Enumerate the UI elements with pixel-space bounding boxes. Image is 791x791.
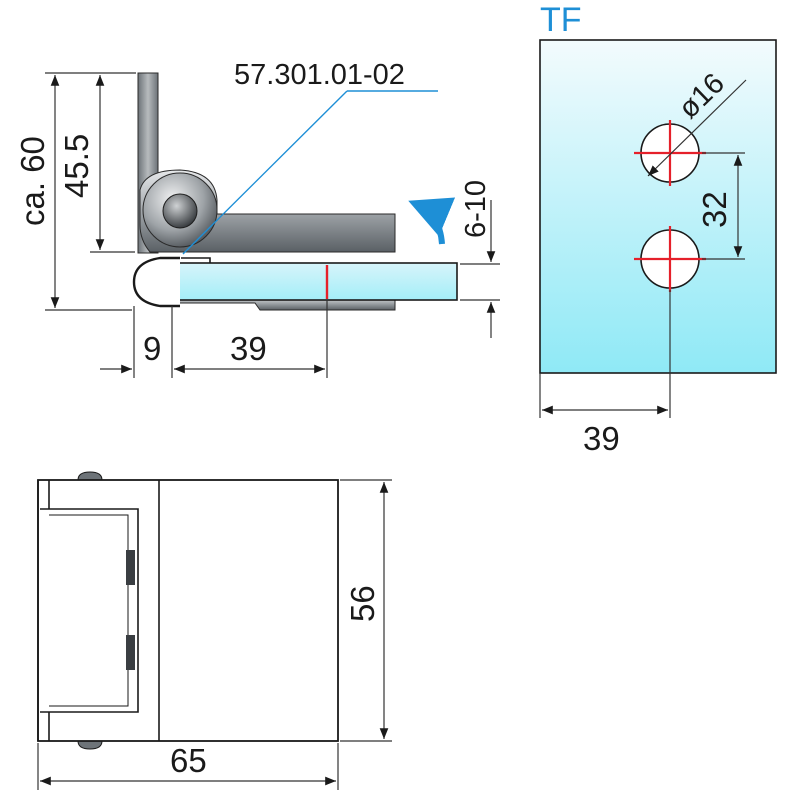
dim-width-clamp: 39 xyxy=(230,330,267,367)
knuckle-top xyxy=(77,471,103,481)
knuckle-bottom xyxy=(77,740,103,750)
dim-plan-width: 65 xyxy=(170,742,207,779)
part-leader xyxy=(182,90,348,255)
panel-label: TF xyxy=(540,1,582,39)
recess-slot-upper xyxy=(126,550,135,585)
hinge-body-plan xyxy=(37,479,339,742)
dim-height-pivot: 45.5 xyxy=(58,134,95,198)
glass-pane-front xyxy=(539,39,777,374)
inner-clamp-plan xyxy=(40,508,139,713)
rotation-arrow-icon xyxy=(408,197,456,245)
edge-seal xyxy=(132,256,180,308)
part-number: 57.301.01-02 xyxy=(234,59,405,91)
dim-edge-distance: 39 xyxy=(583,420,620,457)
front-panel: TF ø16 32 39 xyxy=(539,1,777,457)
dim-glass-thickness: 6-10 xyxy=(460,180,492,238)
dim-offset-left: 9 xyxy=(143,330,161,367)
dim-hole-spacing: 32 xyxy=(696,191,733,228)
center-marks-front xyxy=(634,120,706,292)
dim-plan-height: 56 xyxy=(344,585,381,622)
glass-pane-side xyxy=(171,262,458,301)
plan-view: 56 65 xyxy=(37,471,392,790)
pivot-bolt xyxy=(162,193,198,229)
side-view: 57.301.01-02 ca. 60 45.5 6-10 9 39 xyxy=(14,59,500,378)
dim-height-total: ca. 60 xyxy=(14,136,51,226)
recess-slot-lower xyxy=(126,635,135,670)
